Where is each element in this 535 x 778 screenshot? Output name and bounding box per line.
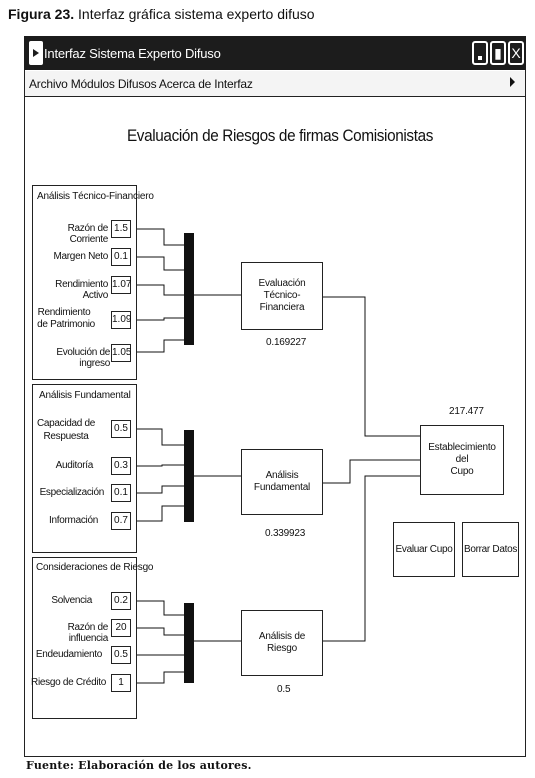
input-label-margen-neto: Margen Neto [53,251,108,262]
output-tecnico: 0.169227 [266,337,307,348]
app-icon[interactable] [29,41,43,65]
input-rendimiento-patrimonio[interactable]: 1.09 [111,311,131,329]
panel-fundamental-title: Análisis Fundamental [39,390,131,401]
node-cupo-line2: Cupo [450,466,474,477]
close-icon: X [511,45,521,61]
minimize-icon [478,56,482,60]
menu-scroll-right-icon[interactable] [510,77,515,87]
menu-bar [25,71,525,97]
output-fundamental: 0.339923 [265,528,306,539]
input-auditoria[interactable]: 0.3 [111,457,131,475]
node-tecnico-line2: Técnico-Financiera [259,290,305,313]
input-especializacion[interactable]: 0.1 [111,484,131,502]
panel-consideraciones-riesgo [32,557,137,719]
input-solvencia[interactable]: 0.2 [111,592,131,610]
maximize-icon: ▮ [494,45,502,61]
input-label-razon-corriente: Razón de Corriente [67,223,109,245]
maximize-button[interactable]: ▮ [490,41,506,65]
input-margen-neto[interactable]: 0.1 [111,248,131,266]
node-tecnico-line1: Evaluación [258,278,306,289]
borrar-datos-button[interactable]: Borrar Datos [462,522,519,577]
input-informacion[interactable]: 0.7 [111,512,131,530]
output-riesgo: 0.5 [277,684,291,695]
input-label-informacion: Información [49,515,98,526]
input-label-capacidad-respuesta-2: Respuesta [43,431,89,442]
bus-bar-riesgo [184,603,194,683]
input-label-solvencia: Solvencia [51,595,92,606]
node-cupo-line1: Establecimiento del [428,442,496,465]
figure-caption: Figura 23. Interfaz gráfica sistema expe… [8,6,315,22]
bus-bar-tecnico [184,233,194,345]
input-label-rendimiento-patrimonio-2: de Patrimonio [37,319,95,330]
close-button[interactable]: X [508,41,524,65]
panel-riesgo-title: Consideraciones de Riesgo [36,562,154,573]
window-title: Interfaz Sistema Experto Difuso [44,46,221,61]
node-fundamental-line2: Fundamental [253,482,311,493]
bus-bar-fundamental [184,430,194,522]
node-establecimiento-cupo: Establecimiento del Cupo [420,425,504,495]
input-label-riesgo-credito: Riesgo de Crédito [31,677,106,688]
input-label-evolucion-ingreso: Evolución de ingreso [56,347,110,369]
title-bar [24,36,526,70]
panel-tecnico-title: Análisis Técnico-Financiero [37,191,154,202]
input-razon-corriente[interactable]: 1.5 [111,220,131,238]
node-riesgo-line1: Análisis de Riesgo [258,631,306,654]
node-analisis-fundamental: Análisis Fundamental [241,449,323,515]
input-capacidad-respuesta[interactable]: 0.5 [111,420,131,438]
node-fundamental-line1: Análisis [265,470,299,481]
page-title: Evaluación de Riesgos de firmas Comision… [126,126,434,145]
input-evolucion-ingreso[interactable]: 1.05 [111,344,131,362]
node-analisis-riesgo: Análisis de Riesgo [241,610,323,676]
input-label-capacidad-respuesta-1: Capacidad de [36,418,96,429]
input-riesgo-credito[interactable]: 1 [111,674,131,692]
figure-caption-label: Figura 23. [8,6,75,22]
evaluar-cupo-button[interactable]: Evaluar Cupo [393,522,455,577]
node-evaluacion-tecnico-financiera: Evaluación Técnico-Financiera [241,262,323,330]
menu-items[interactable]: Archivo Módulos Difusos Acerca de Interf… [29,77,253,91]
output-cupo: 217.477 [449,406,484,417]
input-razon-influencia[interactable]: 20 [111,619,131,637]
input-endeudamiento[interactable]: 0.5 [111,646,131,664]
input-label-especializacion: Especialización [39,487,105,498]
input-rendimiento-activo[interactable]: 1.07 [111,276,131,294]
input-label-razon-influencia: Razón de influencia [67,622,109,644]
input-label-rendimiento-activo: Rendimiento Activo [55,279,108,301]
source-note: Fuente: Elaboración de los autores. [26,759,252,772]
figure-caption-text: Interfaz gráfica sistema experto difuso [78,6,315,22]
minimize-button[interactable] [472,41,488,65]
input-label-endeudamiento: Endeudamiento [35,649,102,660]
input-label-auditoria: Auditoría [55,460,94,471]
input-label-rendimiento-patrimonio-1: Rendimiento [37,307,91,318]
